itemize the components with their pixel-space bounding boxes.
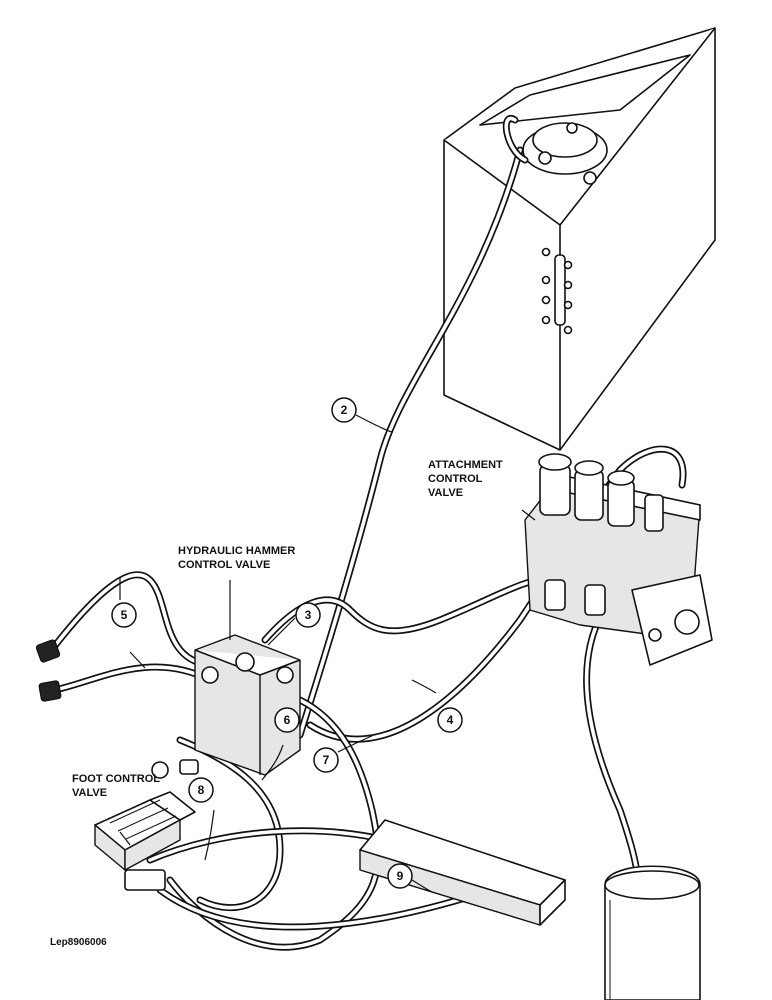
svg-text:ATTACHMENT: ATTACHMENT <box>428 459 503 471</box>
svg-text:HYDRAULIC HAMMER: HYDRAULIC HAMMER <box>178 545 295 557</box>
callout-8: 8 <box>188 777 214 803</box>
accumulator <box>604 865 701 1000</box>
callout-5: 5 <box>111 602 137 628</box>
callout-7: 7 <box>313 747 339 773</box>
hydraulic-tank <box>443 27 716 451</box>
svg-text:VALVE: VALVE <box>428 487 463 499</box>
callout-8-number: 8 <box>198 783 205 797</box>
svg-text:FOOT CONTROL: FOOT CONTROL <box>72 773 160 785</box>
label-foot-control-valve: FOOT CONTROL VALVE <box>72 773 160 799</box>
label-hydraulic-hammer-control-valve: HYDRAULIC HAMMER CONTROL VALVE <box>178 545 295 571</box>
callout-2-number: 2 <box>341 403 348 417</box>
callout-5-number: 5 <box>121 608 128 622</box>
figure-id: Lep8906006 <box>50 937 107 948</box>
callout-3-number: 3 <box>305 608 312 622</box>
attachment-control-valve <box>524 453 713 666</box>
hydraulic-hammer-control-valve <box>151 634 301 779</box>
callout-9-number: 9 <box>397 869 404 883</box>
leader-lines <box>119 414 536 893</box>
callout-9: 9 <box>387 863 413 889</box>
callout-4: 4 <box>437 707 463 733</box>
svg-text:CONTROL VALVE: CONTROL VALVE <box>178 559 270 571</box>
callout-6-number: 6 <box>284 713 291 727</box>
label-attachment-control-valve: ATTACHMENT CONTROL VALVE <box>428 459 503 499</box>
callout-4-number: 4 <box>447 713 454 727</box>
callout-2: 2 <box>331 397 357 423</box>
foot-control-valve <box>94 791 196 891</box>
callout-6: 6 <box>274 707 300 733</box>
callout-3: 3 <box>295 602 321 628</box>
callout-7-number: 7 <box>323 753 330 767</box>
svg-text:VALVE: VALVE <box>72 787 107 799</box>
svg-text:CONTROL: CONTROL <box>428 473 483 485</box>
